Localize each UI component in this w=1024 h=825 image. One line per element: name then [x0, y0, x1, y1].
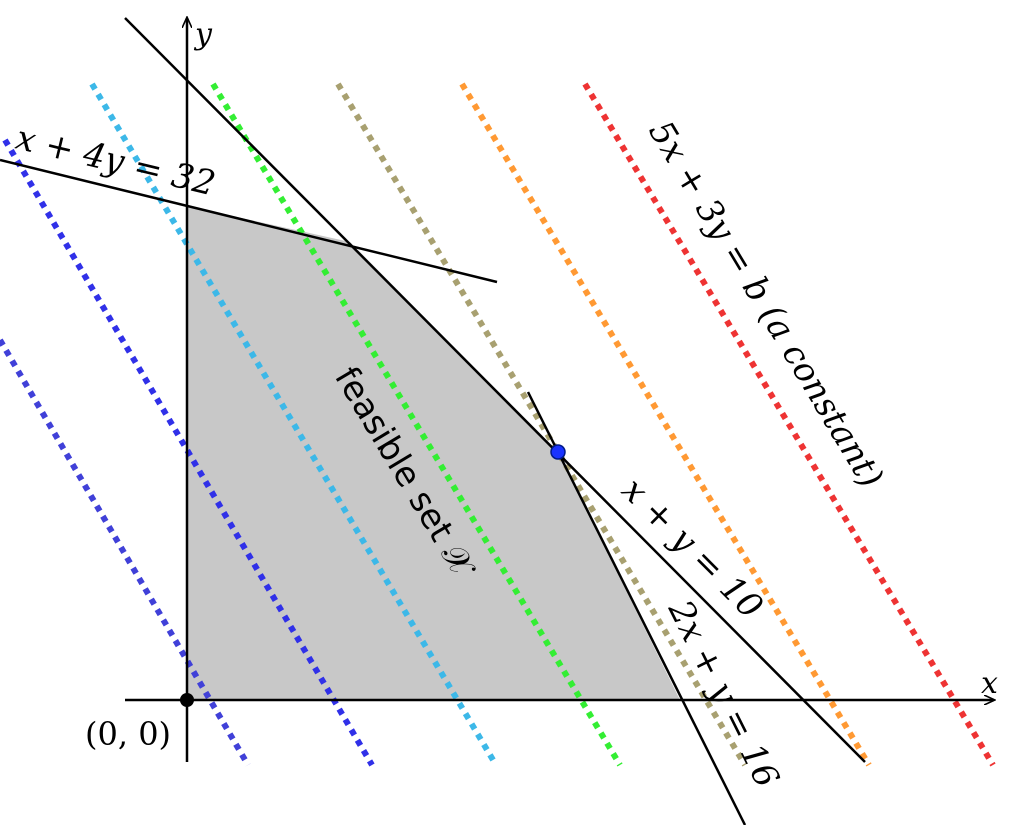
y-axis-label: y — [193, 17, 213, 52]
optimum-point — [550, 444, 566, 460]
constraint-line-x-plus-4y — [0, 158, 498, 284]
origin-label: (0, 0) — [85, 715, 171, 753]
level-line-6 — [459, 82, 872, 767]
level-line-4 — [210, 82, 623, 767]
objective-label: 5x + 3y = b (a constant) — [640, 114, 891, 495]
level-line-7 — [582, 82, 996, 767]
origin-point — [180, 693, 194, 707]
x-axis-label: x — [981, 666, 998, 701]
feasible-region — [187, 206, 680, 700]
constraint-line-x-plus-y — [124, 17, 866, 763]
level-line-2 — [2, 138, 375, 767]
constraint-line-2x-plus-y — [526, 391, 747, 825]
level-line-1 — [0, 338, 251, 767]
objective-level-lines — [0, 82, 996, 767]
level-line-5 — [335, 82, 748, 767]
